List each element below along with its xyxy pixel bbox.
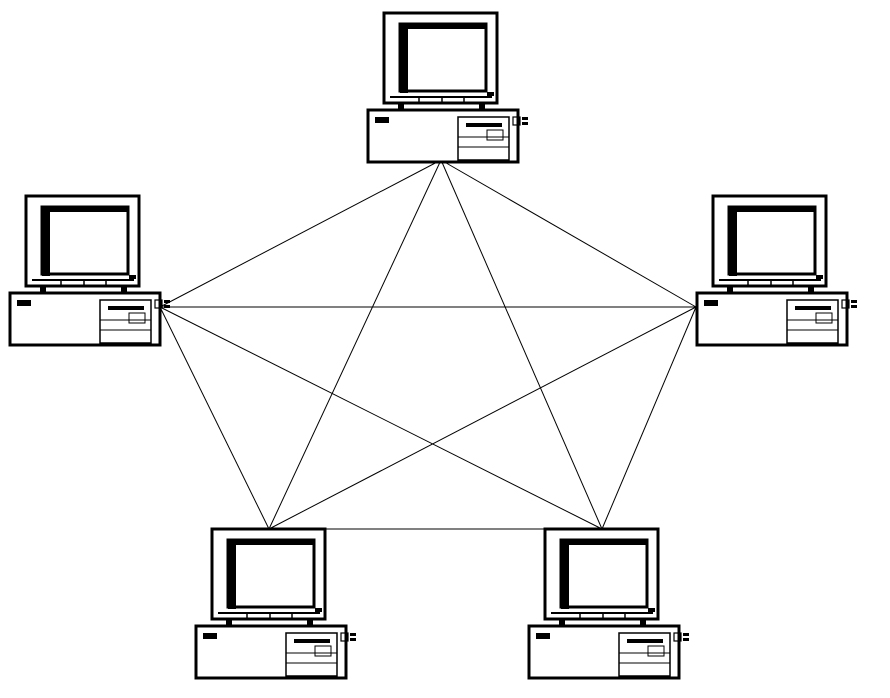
link-right-to-bottom-right	[601, 306, 697, 530]
link-top-to-right	[440, 159, 697, 308]
computer-left-desktop-computer-icon	[8, 194, 172, 347]
network-nodes	[8, 11, 859, 680]
link-top-to-bottom-left	[268, 159, 442, 530]
link-right-to-bottom-left	[268, 306, 697, 530]
network-links	[159, 159, 697, 530]
link-top-to-bottom-right	[440, 159, 603, 530]
link-left-to-bottom-left	[159, 306, 270, 530]
computer-bottom-right-desktop-computer-icon	[527, 527, 691, 680]
link-left-to-bottom-right	[159, 306, 603, 530]
computer-right-desktop-computer-icon	[695, 194, 859, 347]
computer-top-desktop-computer-icon	[366, 11, 530, 164]
computer-bottom-left-desktop-computer-icon	[194, 527, 358, 680]
link-top-to-left	[159, 159, 442, 308]
